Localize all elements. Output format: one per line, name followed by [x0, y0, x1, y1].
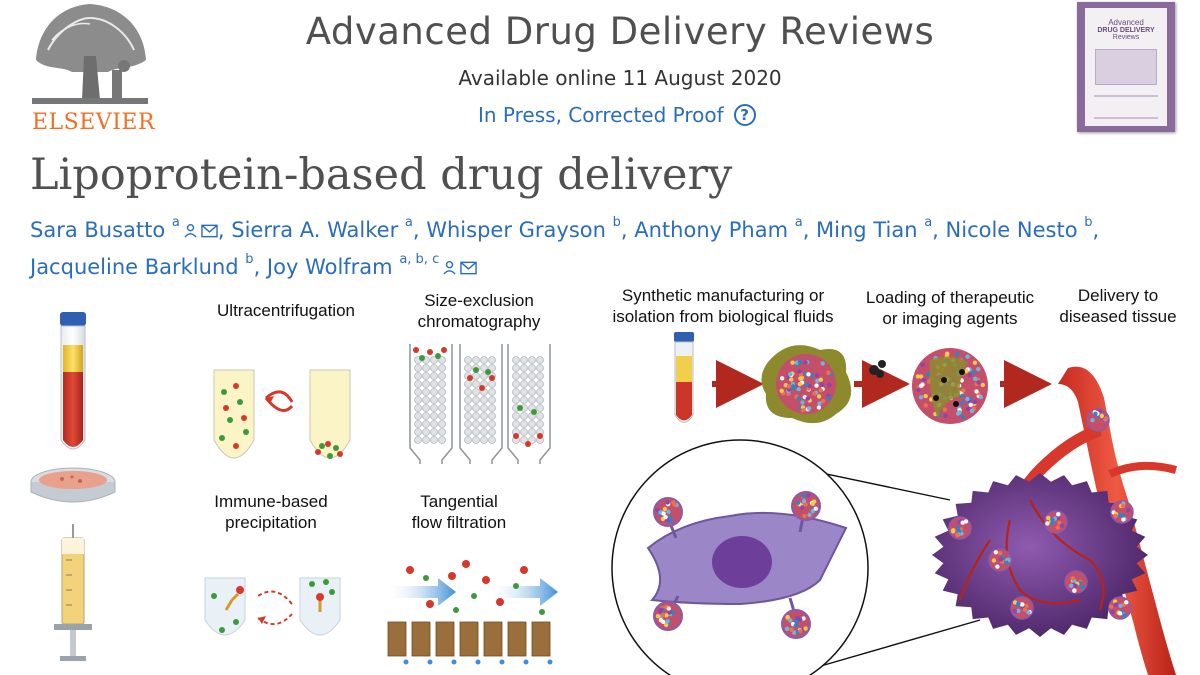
raw-lipoprotein-icon [761, 345, 852, 424]
label-ultracentrifugation: Ultracentrifugation [217, 301, 355, 320]
person-icon[interactable] [183, 215, 198, 247]
cover-title-2: DRUG DELIVERY [1097, 27, 1155, 34]
article-title: Lipoprotein-based drug delivery [30, 150, 733, 200]
tangential-flow-diagram [387, 560, 558, 665]
author-separator: , [412, 218, 427, 242]
author-name[interactable]: Sierra A. Walker [231, 218, 399, 242]
affiliation-marker[interactable]: b [1084, 215, 1093, 230]
author-name[interactable]: Ming Tian [816, 218, 918, 242]
affiliation-marker[interactable]: a [171, 215, 180, 230]
affiliation-marker[interactable]: b [245, 252, 254, 267]
affiliation-marker[interactable]: a [924, 215, 933, 230]
blood-tube-icon [60, 312, 86, 450]
author-name[interactable]: Anthony Pham [634, 218, 789, 242]
author-name[interactable]: Whisper Grayson [426, 218, 606, 242]
cover-title-1: Advanced [1108, 18, 1144, 27]
elsevier-logo[interactable]: ELSEVIER [28, 0, 156, 140]
label-size-exclusion: Size-exclusion chromatography [417, 291, 541, 331]
author-separator: , [932, 218, 946, 242]
author-name[interactable]: Sara Busatto [30, 218, 166, 242]
journal-title[interactable]: Advanced Drug Delivery Reviews [305, 10, 935, 53]
drug-particles-icon [869, 360, 886, 378]
syringe-icon [54, 524, 92, 661]
tumor-icon [932, 408, 1148, 637]
tree-logo-icon [28, 0, 152, 108]
author-1[interactable]: Sierra A. Walker a [231, 215, 413, 242]
affiliation-marker[interactable]: a, b, c [399, 252, 440, 267]
help-icon[interactable]: ? [733, 104, 756, 126]
author-separator: , [253, 255, 267, 279]
cover-lines [1094, 95, 1158, 119]
cell-zoom-circle [611, 439, 869, 675]
author-separator: , [620, 218, 635, 242]
article-status: In Press, Corrected Proof ? [478, 103, 756, 127]
mail-icon[interactable] [460, 252, 477, 284]
author-list: Sara Busatto a, Sierra A. Walker a, Whis… [30, 210, 1190, 284]
affiliation-marker[interactable]: a [794, 215, 803, 230]
status-link[interactable]: In Press, Corrected Proof [478, 103, 724, 127]
cover-title-3: Reviews [1112, 34, 1140, 41]
petri-dish-icon [30, 467, 116, 503]
availability-date: Available online 11 August 2020 [458, 66, 782, 90]
author-5[interactable]: Nicole Nesto b [945, 215, 1093, 242]
figure-right-panel [611, 332, 1178, 675]
journal-cover[interactable]: Advanced DRUG DELIVERY Reviews [1077, 2, 1175, 132]
label-step-loading: Loading of therapeutic or imaging agents [865, 288, 1035, 328]
ultracentrifugation-diagram [213, 369, 351, 459]
cover-panel: Advanced DRUG DELIVERY Reviews [1085, 8, 1167, 126]
author-name[interactable]: Joy Wolfram [266, 255, 393, 279]
label-step-delivery: Delivery to diseased tissue [1059, 286, 1177, 326]
author-separator: , [1092, 218, 1100, 242]
label-tangential-flow: Tangential flow filtration [411, 492, 507, 532]
author-7[interactable]: Joy Wolfram a, b, c [266, 252, 477, 279]
affiliation-marker[interactable]: b [612, 215, 621, 230]
author-6[interactable]: Jacqueline Barklund b [30, 252, 254, 279]
author-name[interactable]: Jacqueline Barklund [30, 255, 239, 279]
author-separator: , [802, 218, 817, 242]
publisher-wordmark: ELSEVIER [32, 110, 156, 135]
loaded-lipoprotein-icon [912, 348, 988, 424]
cover-graphic [1095, 49, 1157, 85]
author-0[interactable]: Sara Busatto a [30, 215, 218, 242]
small-blood-tube-icon [674, 332, 694, 423]
author-4[interactable]: Ming Tian a [816, 215, 933, 242]
author-separator: , [217, 218, 232, 242]
author-2[interactable]: Whisper Grayson b [426, 215, 621, 242]
label-step-manufacturing: Synthetic manufacturing or isolation fro… [612, 286, 834, 326]
author-3[interactable]: Anthony Pham a [634, 215, 803, 242]
figure-left-panel [30, 312, 558, 665]
label-immune-precipitation: Immune-based precipitation [214, 492, 328, 532]
mail-icon[interactable] [201, 215, 218, 247]
affiliation-marker[interactable]: a [404, 215, 413, 230]
immune-precipitation-diagram [204, 577, 341, 636]
person-icon[interactable] [442, 252, 457, 284]
author-name[interactable]: Nicole Nesto [945, 218, 1078, 242]
size-exclusion-diagram [409, 344, 551, 464]
